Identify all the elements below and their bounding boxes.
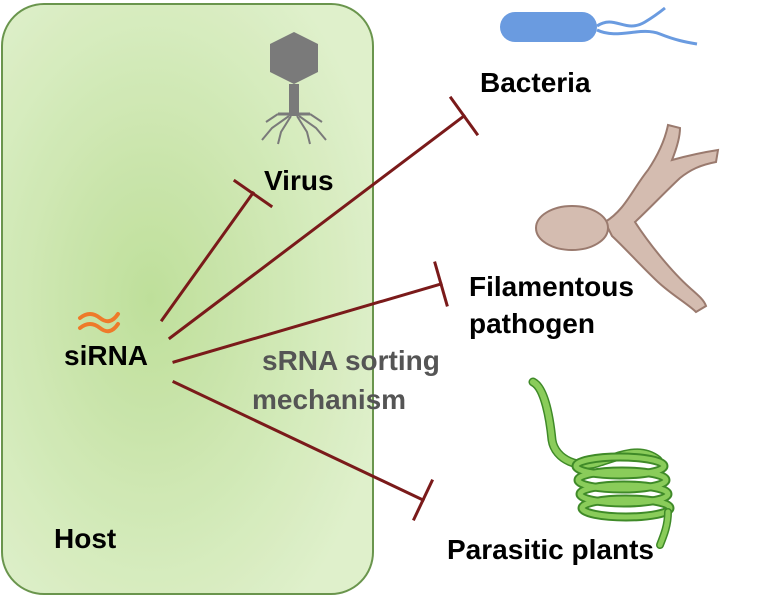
bacterium-icon <box>500 6 698 46</box>
filamentous-label-line2: pathogen <box>469 308 595 339</box>
inhibit-filamentous-bar <box>433 261 449 307</box>
inhibit-virus-bar <box>232 178 274 209</box>
sirna-label: siRNA <box>64 340 149 371</box>
virus-label: Virus <box>264 165 334 196</box>
mechanism-label-line1: sRNA sorting <box>262 345 440 376</box>
mechanism-label-line2: mechanism <box>252 384 407 415</box>
inhibition-arrows <box>159 95 480 521</box>
fungal-hypha-icon <box>535 123 720 314</box>
filamentous-label-line1: Filamentous <box>469 271 634 302</box>
bacteriophage-icon <box>261 32 327 145</box>
coiling-plant-icon <box>528 377 675 549</box>
inhibit-filamentous-line <box>172 282 443 364</box>
parasitic-plants-label: Parasitic plants <box>447 534 654 565</box>
inhibit-parasitic-line <box>172 380 425 502</box>
inhibit-parasitic-bar <box>412 479 434 521</box>
bacteria-label: Bacteria <box>480 67 591 98</box>
inhibit-bacteria-bar <box>448 95 480 137</box>
rna-wave-icon <box>78 312 120 334</box>
inhibit-bacteria-line <box>167 113 467 341</box>
inhibit-virus-line <box>159 190 256 323</box>
host-label: Host <box>54 523 117 554</box>
host-cell <box>1 3 374 595</box>
